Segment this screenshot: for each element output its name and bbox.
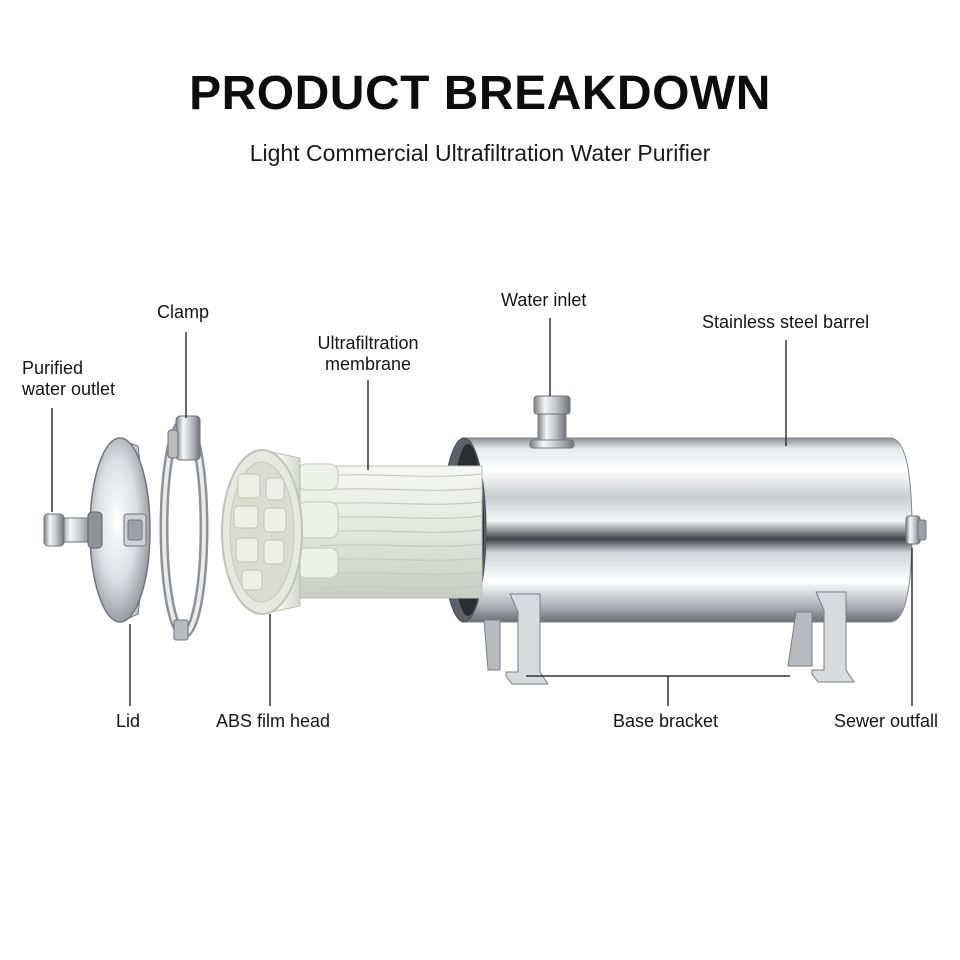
sewer-outfall-fitting bbox=[905, 515, 927, 545]
label-purified-water-outlet-line1: Purified bbox=[22, 358, 84, 378]
ultrafiltration-membrane bbox=[297, 463, 483, 599]
label-stainless-steel-barrel: Stainless steel barrel bbox=[702, 312, 870, 332]
page-subtitle: Light Commercial Ultrafiltration Water P… bbox=[249, 140, 711, 166]
page-title: PRODUCT BREAKDOWN bbox=[189, 67, 771, 120]
label-ultrafiltration-membrane-line2: membrane bbox=[324, 354, 412, 374]
clamp bbox=[159, 415, 209, 641]
label-clamp: Clamp bbox=[157, 302, 210, 322]
lid bbox=[89, 437, 151, 623]
label-base-bracket: Base bracket bbox=[613, 711, 719, 731]
label-water-inlet: Water inlet bbox=[501, 290, 587, 310]
label-purified-water-outlet-line2: water outlet bbox=[22, 379, 116, 399]
label-purified-water-outlet: Purified water outlet bbox=[22, 358, 115, 400]
leader-lines bbox=[51, 318, 913, 706]
purified-water-outlet-fitting bbox=[43, 511, 103, 549]
water-inlet-fitting bbox=[529, 395, 575, 449]
label-sewer-outfall: Sewer outfall bbox=[834, 711, 939, 731]
label-abs-film-head: ABS film head bbox=[216, 711, 331, 731]
base-bracket bbox=[483, 591, 855, 685]
label-ultrafiltration-membrane: Ultrafiltration membrane bbox=[300, 333, 436, 375]
abs-film-head bbox=[221, 449, 303, 615]
label-lid: Lid bbox=[116, 711, 141, 731]
label-ultrafiltration-membrane-line1: Ultrafiltration bbox=[317, 333, 419, 353]
